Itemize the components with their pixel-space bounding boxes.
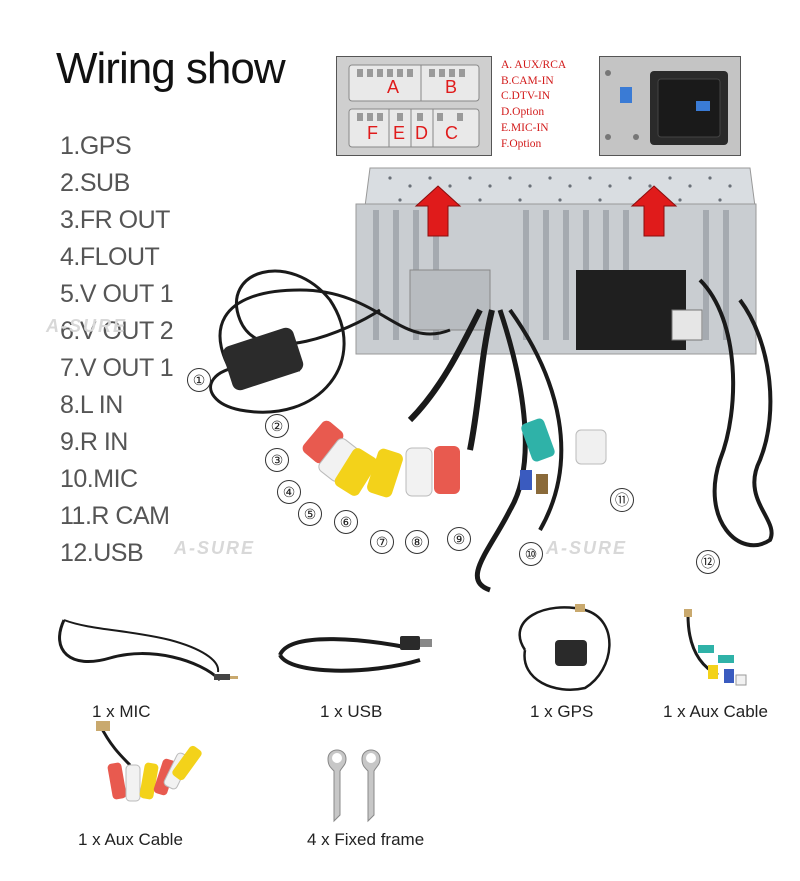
watermark: A-SURE	[46, 316, 128, 336]
gps-antenna-icon	[555, 640, 587, 666]
accessory-label-usb: 1 x USB	[320, 702, 383, 721]
callout-10: ⑩	[519, 542, 543, 566]
connector-legend: A. AUX/RCA B.CAM-IN C.DTV-IN D.Option E.…	[501, 58, 566, 152]
legend-item-f: F.Option	[501, 137, 542, 150]
callout-12: ⑫	[696, 550, 720, 574]
aux-cable-image-rca	[96, 721, 202, 802]
connector-photo: A B F E D C	[336, 56, 492, 156]
mic-cable-image	[58, 619, 238, 682]
accessory-label-fixed-frame: 4 x Fixed frame	[307, 830, 425, 849]
connector-label-f: F	[367, 123, 378, 143]
wiring-item-v-out-2: 6.V OUT 2	[60, 317, 174, 345]
wiring-item-l-in: 8.L IN	[60, 391, 123, 419]
aux-cable-image-small	[684, 609, 747, 686]
wiring-item-fr-out: 3.FR OUT	[60, 206, 170, 234]
legend-item-e: E.MIC-IN	[501, 121, 549, 134]
callout-4: ④	[277, 480, 301, 504]
connector-label-b: B	[445, 77, 457, 97]
connector-label-c: C	[445, 123, 458, 143]
legend-item-b: B.CAM-IN	[501, 74, 554, 87]
wiring-list: 1.GPS 2.SUB 3.FR OUT 4.FLOUT 5.V OUT 1 6…	[60, 128, 174, 572]
callout-1: ①	[187, 368, 211, 392]
wiring-item-fl-out: 4.FLOUT	[60, 243, 160, 271]
callout-9: ⑨	[447, 527, 471, 551]
callout-8: ⑧	[405, 530, 429, 554]
fixed-frame-image	[327, 749, 381, 823]
radio-unit-illustration	[209, 167, 774, 593]
wiring-item-v-out-1b: 7.V OUT 1	[60, 354, 174, 382]
wiring-item-gps: 1.GPS	[60, 132, 132, 160]
arrow-up-icon	[630, 185, 678, 237]
watermark: A-SURE	[174, 538, 256, 558]
legend-item-a: A. AUX/RCA	[501, 59, 567, 71]
connector-label-a: A	[387, 77, 399, 97]
callout-6: ⑥	[334, 510, 358, 534]
iso-connector-photo	[599, 56, 741, 156]
connector-diagram: A B F E D C	[348, 64, 480, 148]
accessory-label-aux-cable-1: 1 x Aux Cable	[663, 702, 768, 721]
accessory-label-mic: 1 x MIC	[92, 702, 151, 721]
wiring-item-usb: 12.USB	[60, 539, 144, 567]
wiring-item-v-out-1: 5.V OUT 1	[60, 280, 174, 308]
callout-3: ③	[265, 448, 289, 472]
callout-7: ⑦	[370, 530, 394, 554]
callout-2: ②	[265, 414, 289, 438]
wiring-item-r-in: 9.R IN	[60, 428, 128, 456]
legend-item-d: D.Option	[501, 106, 545, 119]
gps-antenna-image	[518, 604, 611, 691]
usb-cable-image	[278, 636, 432, 673]
wiring-item-sub: 2.SUB	[60, 169, 130, 197]
accessory-label-aux-cable-2: 1 x Aux Cable	[78, 830, 183, 849]
legend-item-c: C.DTV-IN	[501, 90, 551, 103]
gps-antenna-icon	[222, 327, 304, 391]
callout-11: ⑪	[610, 488, 634, 512]
watermark: A-SURE	[546, 538, 628, 558]
connector-label-d: D	[415, 123, 428, 143]
accessory-label-gps: 1 x GPS	[530, 702, 594, 721]
wiring-item-r-cam: 11.R CAM	[60, 502, 170, 530]
page-title: Wiring show	[56, 44, 286, 93]
callout-5: ⑤	[298, 502, 322, 526]
wiring-item-mic: 10.MIC	[60, 465, 138, 493]
arrow-up-icon	[414, 185, 462, 237]
connector-label-e: E	[393, 123, 405, 143]
